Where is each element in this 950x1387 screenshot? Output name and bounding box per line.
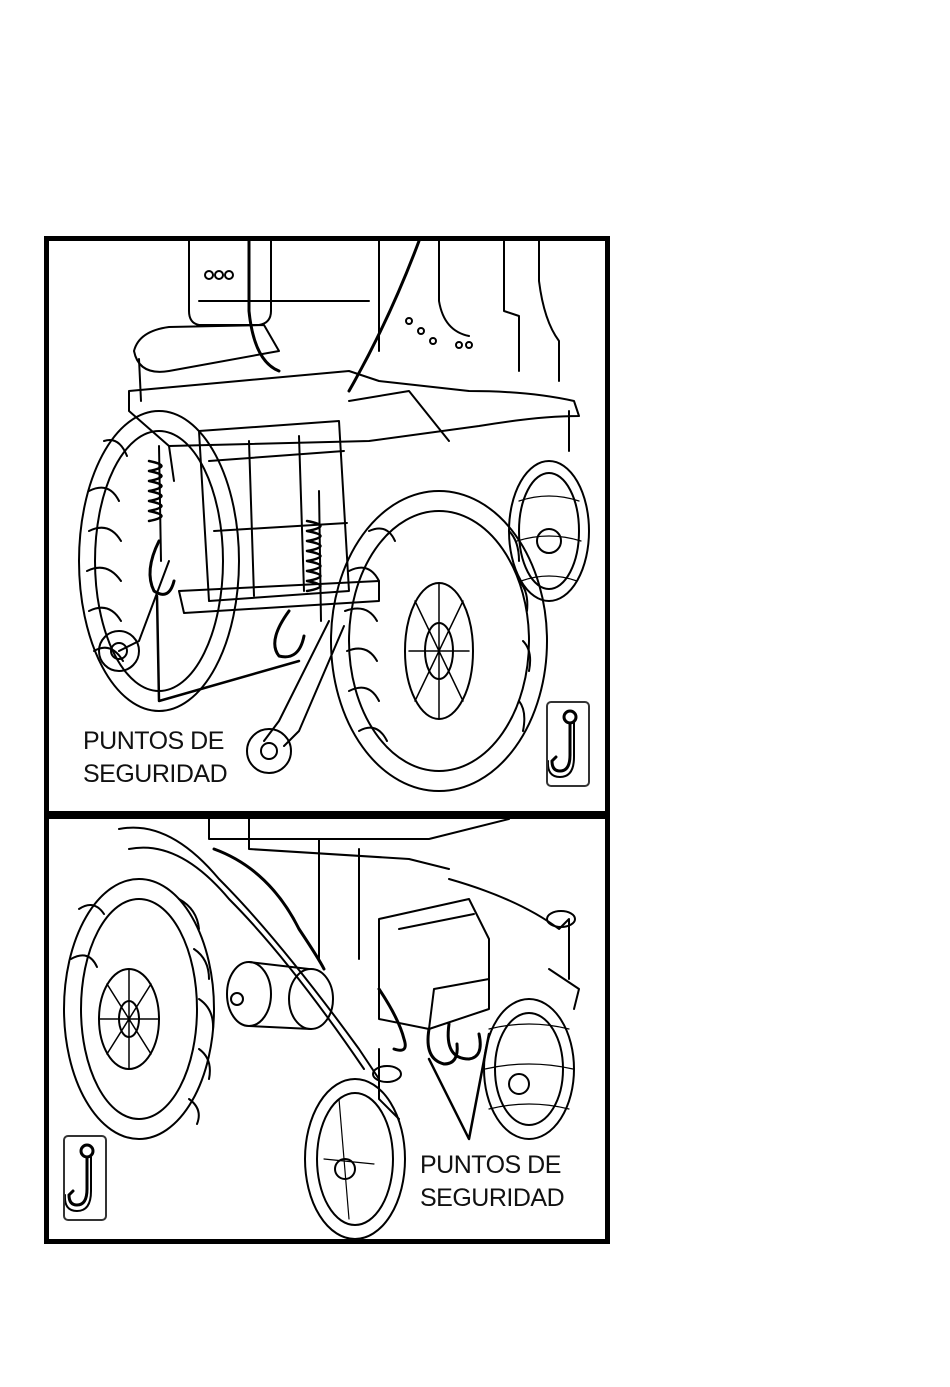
top-panel-rear-view: PUNTOS DE SEGURIDAD <box>49 241 605 811</box>
diagram-frame: PUNTOS DE SEGURIDAD <box>44 236 610 1244</box>
hook-icon <box>548 703 588 785</box>
bottom-panel-front-view: PUNTOS DE SEGURIDAD <box>49 819 605 1239</box>
top-callout-line2: SEGURIDAD <box>83 758 227 791</box>
bottom-callout-line2: SEGURIDAD <box>420 1182 564 1215</box>
panel-divider <box>49 811 605 819</box>
hook-icon <box>65 1137 105 1219</box>
top-hook-badge <box>546 701 590 787</box>
bottom-callout-label: PUNTOS DE SEGURIDAD <box>420 1149 564 1215</box>
bottom-hook-badge <box>63 1135 107 1221</box>
top-callout-line1: PUNTOS DE <box>83 725 227 758</box>
top-callout-label: PUNTOS DE SEGURIDAD <box>83 725 227 791</box>
bottom-callout-line1: PUNTOS DE <box>420 1149 564 1182</box>
